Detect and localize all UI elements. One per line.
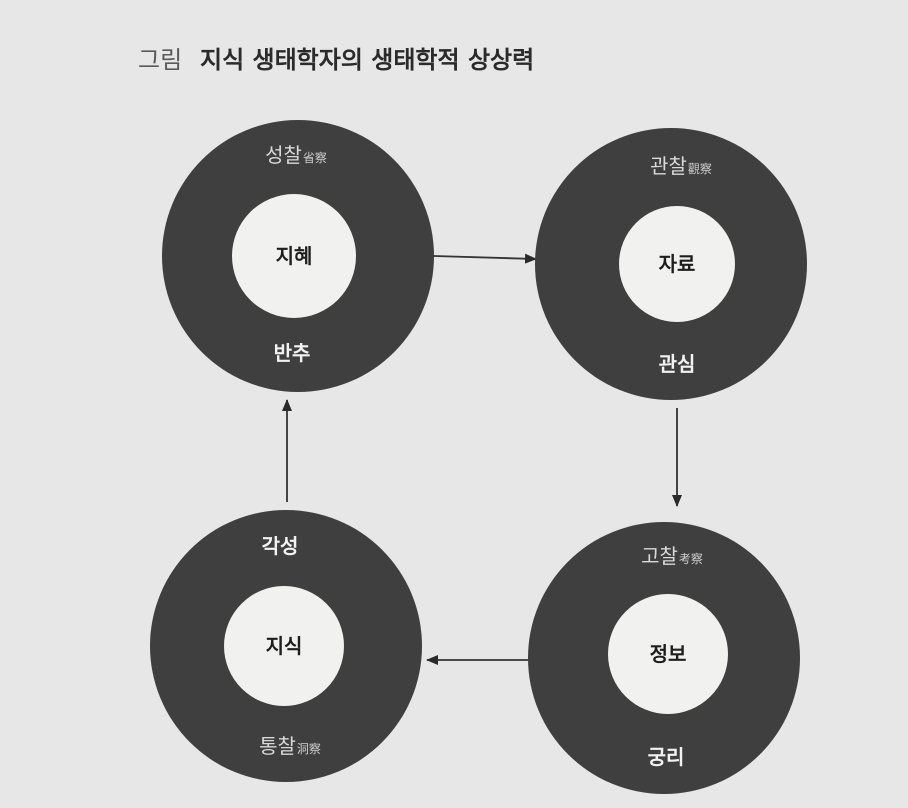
node-core [608,594,728,714]
figure-label: 그림 [138,46,182,74]
node-core [619,206,735,322]
node-top-word: 고찰 [641,544,678,568]
figure-title: 지식 생태학자의 생태학적 상상력 [200,46,534,74]
node-top-hanja: 考察 [679,552,703,566]
node-top-label: 성찰省察 [265,143,327,167]
node-top-word: 관찰 [650,154,687,178]
node-bottom-label: 궁리 [648,745,685,769]
node-center-label: 지식 [266,634,303,658]
node-center-label: 정보 [650,642,687,666]
node-bottom-label: 통찰洞察 [259,734,321,758]
cycle-node-information: 정보 고찰考察 궁리 [528,522,800,794]
node-top-hanja: 觀察 [688,162,712,176]
node-top-label: 관찰觀察 [650,154,712,178]
node-bottom-word: 통찰 [259,734,296,758]
node-top-label: 고찰考察 [641,544,703,568]
node-bottom-label: 관심 [659,352,696,376]
cycle-node-knowledge: 지식 각성 통찰洞察 [150,510,422,782]
node-center-label: 지혜 [276,244,313,268]
node-core [232,194,356,318]
node-bottom-hanja: 洞察 [297,742,321,756]
node-core [224,586,344,706]
node-top-word: 성찰 [265,143,302,167]
node-top-label: 각성 [262,534,299,558]
cycle-node-wisdom: 지혜 성찰省察 반추 [162,120,434,392]
node-top-hanja: 省察 [303,151,327,165]
arrow-wisdom-to-data [433,253,537,264]
cycle-node-data: 자료 관찰觀察 관심 [535,128,807,400]
node-center-label: 자료 [659,252,696,276]
node-bottom-label: 반추 [274,341,311,365]
